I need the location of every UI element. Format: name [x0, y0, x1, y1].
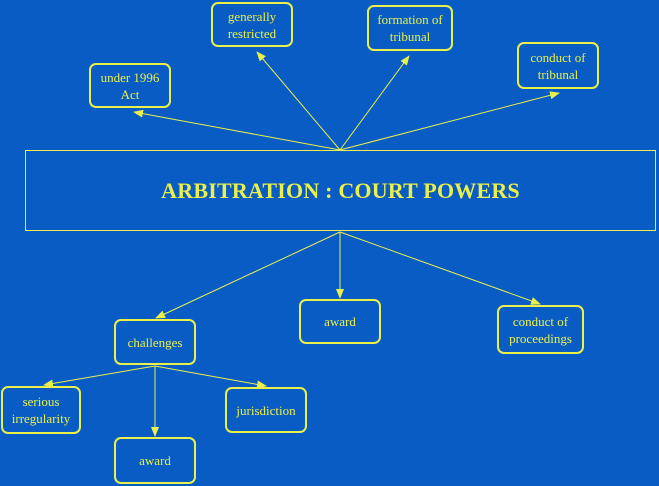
node-conduct-of-proceedings: conduct of proceedings	[497, 305, 584, 354]
arrow-to-generally-restricted	[256, 51, 341, 151]
arrow-to-formation-of-tribunal	[339, 55, 410, 151]
arrow-to-conduct-of-proceedings	[339, 231, 541, 305]
node-award-bottom: award	[114, 437, 196, 484]
arrow-to-serious-irregularity	[43, 365, 156, 388]
node-award-top: award	[299, 299, 381, 344]
arrow-to-challenges	[155, 231, 341, 319]
node-serious-irregularity: serious irregularity	[1, 386, 81, 434]
arrow-to-conduct-of-tribunal	[339, 91, 560, 151]
node-formation-of-tribunal: formation of tribunal	[367, 5, 453, 51]
node-conduct-of-tribunal: conduct of tribunal	[517, 42, 599, 89]
node-challenges: challenges	[114, 319, 196, 365]
node-jurisdiction: jurisdiction	[225, 387, 307, 433]
central-node-title: ARBITRATION : COURT POWERS	[25, 150, 656, 231]
node-under-1996-act: under 1996 Act	[89, 63, 171, 108]
arrow-to-under-1996-act	[133, 109, 341, 151]
arrow-to-jurisdiction	[154, 365, 267, 389]
node-generally-restricted: generally restricted	[211, 2, 293, 47]
